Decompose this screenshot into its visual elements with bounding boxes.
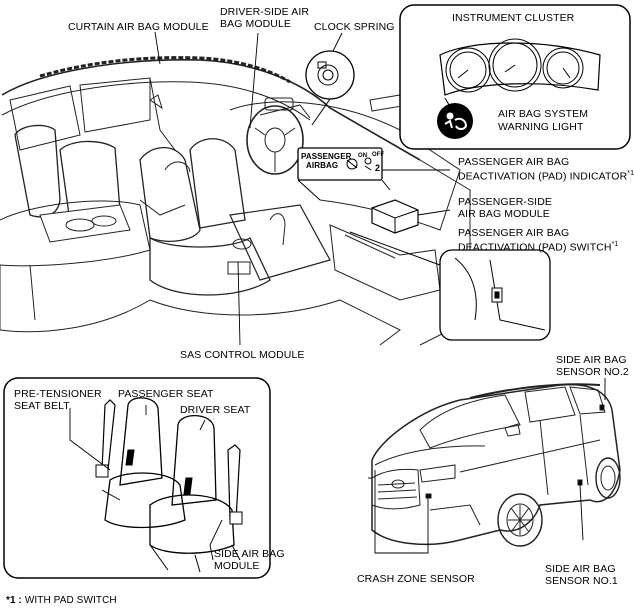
passenger-side-air-bag-module-icon xyxy=(371,199,419,234)
leader-lines-top xyxy=(154,31,451,346)
footnote: *1 : WITH PAD SWITCH xyxy=(6,595,117,607)
pad-panel-on: ON xyxy=(358,153,368,159)
footnote-key: *1 : xyxy=(6,595,22,606)
label-side-air-bag-sensor-no1-line1: SIDE AIR BAG xyxy=(545,563,616,575)
seats-inset xyxy=(3,377,271,579)
leader-lines-seats xyxy=(69,405,223,561)
label-pre-tensioner-seat-belt-line1: PRE-TENSIONER xyxy=(14,388,102,400)
label-side-air-bag-sensor-no2-line2: SENSOR NO.2 xyxy=(556,366,629,378)
label-driver-seat: DRIVER SEAT xyxy=(180,404,251,416)
footnote-mark-indicator: *1 xyxy=(627,170,634,177)
label-air-bag-system-warning-light-line1: AIR BAG SYSTEM xyxy=(498,108,589,120)
pad-panel-text-line1: PASSENGER xyxy=(301,152,352,161)
label-curtain-air-bag-module: CURTAIN AIR BAG MODULE xyxy=(68,21,209,33)
pad-panel-text-line2: AIRBAG xyxy=(306,161,339,170)
label-side-air-bag-sensor-no2-line1: SIDE AIR BAG xyxy=(556,354,627,366)
pad-switch-text: DEACTIVATION (PAD) SWITCH xyxy=(458,241,612,254)
label-pad-switch-line2: DEACTIVATION (PAD) SWITCH*1 xyxy=(458,239,618,254)
label-instrument-cluster: INSTRUMENT CLUSTER xyxy=(452,12,575,24)
pad-switch-inset xyxy=(349,231,551,341)
label-passenger-side-air-bag-module-line2: AIR BAG MODULE xyxy=(458,208,550,220)
footnote-text: WITH PAD SWITCH xyxy=(24,595,117,606)
label-driver-side-air-bag-module-line2: BAG MODULE xyxy=(220,18,292,30)
leader-lines-exterior xyxy=(368,378,606,554)
label-pad-switch-line1: PASSENGER AIR BAG xyxy=(458,227,570,239)
label-sas-control-module: SAS CONTROL MODULE xyxy=(180,349,305,361)
label-air-bag-system-warning-light-line2: WARNING LIGHT xyxy=(498,121,584,133)
label-crash-zone-sensor: CRASH ZONE SENSOR xyxy=(357,573,475,585)
label-pre-tensioner-seat-belt-line2: SEAT BELT xyxy=(14,400,70,412)
pad-panel-off: OFF xyxy=(372,152,385,158)
pad-panel-number: 2 xyxy=(375,163,381,173)
label-side-air-bag-sensor-no1-line2: SENSOR NO.1 xyxy=(545,575,618,587)
pad-indicator-panel xyxy=(297,147,391,201)
instrument-cluster-inset xyxy=(399,4,631,150)
label-passenger-seat: PASSENGER SEAT xyxy=(118,388,214,400)
label-side-air-bag-module-line2: MODULE xyxy=(214,560,260,572)
clock-spring-callout xyxy=(305,50,355,126)
label-pad-indicator-line2: DEACTIVATION (PAD) INDICATOR*1 xyxy=(458,168,634,183)
label-clock-spring: CLOCK SPRING xyxy=(314,21,395,33)
label-pad-indicator-line1: PASSENGER AIR BAG xyxy=(458,156,570,168)
vehicle-exterior-illustration xyxy=(371,383,621,547)
label-driver-side-air-bag-module-line1: DRIVER-SIDE AIR xyxy=(220,6,310,18)
label-side-air-bag-module-line1: SIDE AIR BAG xyxy=(214,548,285,560)
footnote-mark-switch: *1 xyxy=(611,241,619,248)
pad-indicator-text: DEACTIVATION (PAD) INDICATOR xyxy=(458,170,628,183)
label-passenger-side-air-bag-module-line1: PASSENGER-SIDE xyxy=(458,196,552,208)
